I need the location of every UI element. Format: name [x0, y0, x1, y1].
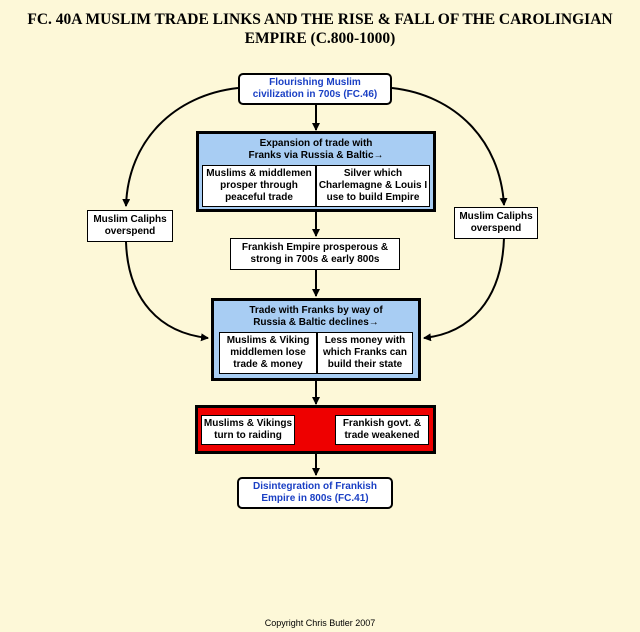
- declines-right-l2: which Franks can: [323, 347, 407, 358]
- arrow-caliphs-right-to-declines: [423, 237, 505, 342]
- expansion-left-l1: Muslims & middlemen: [206, 168, 312, 179]
- expansion-left-box: Muslims & middlemen prosper through peac…: [202, 165, 316, 207]
- expansion-head-1: Expansion of trade with: [259, 138, 373, 149]
- copyright-footer: Copyright Chris Butler 2007: [264, 618, 376, 628]
- declines-head-1: Trade with Franks by way of: [249, 305, 383, 316]
- declines-right-box: Less money with which Franks can build t…: [317, 332, 413, 374]
- raiding-left-l1: Muslims & Vikings: [203, 418, 293, 429]
- expansion-left-l2: prosper through: [220, 180, 298, 191]
- node-caliphs-overspend-left: Muslim Caliphs overspend: [87, 210, 173, 242]
- declines-left-l1: Muslims & Viking: [226, 335, 310, 346]
- raiding-right-l2: trade weakened: [344, 430, 420, 441]
- node-disintegration-frankish: Disintegration of Frankish Empire in 800…: [237, 477, 393, 509]
- expansion-right-l1: Silver which: [343, 168, 403, 179]
- caliphs-right-line-2: overspend: [470, 223, 522, 234]
- arrow-caliphs-left-to-declines: [125, 241, 209, 342]
- prosperous-line-1: Frankish Empire prosperous &: [241, 242, 389, 253]
- panel-trade-declines: Trade with Franks by way of Russia & Bal…: [211, 298, 421, 381]
- declines-left-l3: trade & money: [233, 359, 303, 370]
- node-bottom-line-1: Disintegration of Frankish: [253, 481, 377, 492]
- panel-raiding-weakened: Muslims & Vikings turn to raiding Franki…: [195, 405, 436, 454]
- node-top-line-2: civilization in 700s (FC.46): [252, 89, 378, 100]
- arrow-top-to-caliphs-right: [391, 87, 508, 206]
- expansion-head-2: Franks via Russia & Baltic→: [248, 150, 384, 161]
- title-line-1: FC. 40A MUSLIM TRADE LINKS AND THE RISE …: [27, 11, 613, 28]
- node-bottom-line-2: Empire in 800s (FC.41): [261, 493, 369, 504]
- caliphs-right-line-1: Muslim Caliphs: [459, 211, 533, 222]
- expansion-right-box: Silver which Charlemagne & Louis I use t…: [316, 165, 430, 207]
- title-line-2: EMPIRE (C.800-1000): [244, 30, 396, 47]
- caliphs-left-line-1: Muslim Caliphs: [93, 214, 167, 225]
- raiding-right-l1: Frankish govt. &: [342, 418, 422, 429]
- declines-left-box: Muslims & Viking middlemen lose trade & …: [219, 332, 317, 374]
- prosperous-line-2: strong in 700s & early 800s: [250, 254, 380, 265]
- node-top-line-1: Flourishing Muslim: [269, 77, 361, 88]
- declines-right-l1: Less money with: [324, 335, 406, 346]
- node-caliphs-overspend-right: Muslim Caliphs overspend: [454, 207, 538, 239]
- node-frankish-prosperous: Frankish Empire prosperous & strong in 7…: [230, 238, 400, 270]
- caliphs-left-line-2: overspend: [104, 226, 156, 237]
- declines-right-l3: build their state: [327, 359, 403, 370]
- diagram-title: FC. 40A MUSLIM TRADE LINKS AND THE RISE …: [0, 10, 640, 48]
- declines-head-2: Russia & Baltic declines→: [253, 317, 379, 328]
- node-flourishing-muslim: Flourishing Muslim civilization in 700s …: [238, 73, 392, 105]
- declines-left-l2: middlemen lose: [230, 347, 306, 358]
- raiding-left-box: Muslims & Vikings turn to raiding: [201, 415, 295, 445]
- expansion-right-l2: Charlemagne & Louis I: [318, 180, 428, 191]
- expansion-right-l3: use to build Empire: [326, 192, 420, 203]
- raiding-right-box: Frankish govt. & trade weakened: [335, 415, 429, 445]
- expansion-left-l3: peaceful trade: [225, 192, 293, 203]
- panel-expansion-trade: Expansion of trade with Franks via Russi…: [196, 131, 436, 212]
- raiding-left-l2: turn to raiding: [214, 430, 282, 441]
- arrow-top-to-caliphs-left: [122, 87, 239, 207]
